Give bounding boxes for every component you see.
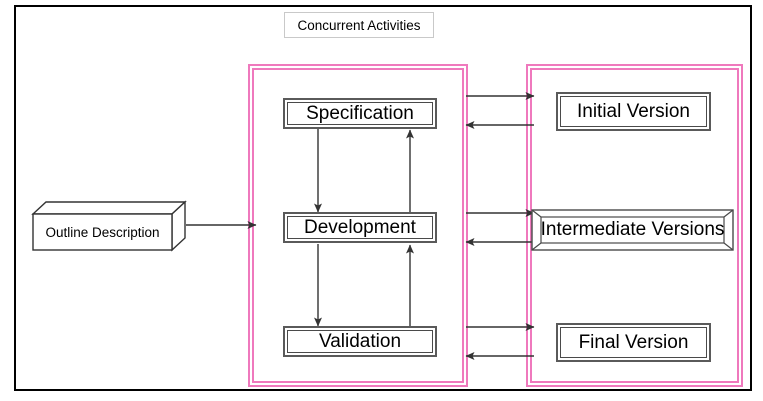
final-version-label: Final Version bbox=[578, 332, 689, 353]
concurrent-activities-title-label: Concurrent Activities bbox=[284, 12, 434, 38]
initial-version-box-inner: Initial Version bbox=[560, 96, 707, 127]
development-box: Development bbox=[283, 212, 437, 243]
intermediate-versions-box: Intermediate Versions bbox=[531, 209, 734, 251]
initial-version-box: Initial Version bbox=[556, 92, 711, 131]
specification-box-inner: Specification bbox=[287, 102, 433, 125]
validation-box-inner: Validation bbox=[287, 330, 433, 353]
specification-box: Specification bbox=[283, 98, 437, 129]
final-version-box-inner: Final Version bbox=[560, 327, 707, 358]
outline-description-box: Outline Description bbox=[31, 200, 187, 252]
initial-version-label: Initial Version bbox=[576, 101, 690, 122]
validation-box: Validation bbox=[283, 326, 437, 357]
final-version-box: Final Version bbox=[556, 323, 711, 362]
validation-label: Validation bbox=[318, 331, 402, 352]
development-label: Development bbox=[304, 217, 416, 238]
specification-label: Specification bbox=[306, 103, 414, 124]
development-box-inner: Development bbox=[287, 216, 433, 239]
